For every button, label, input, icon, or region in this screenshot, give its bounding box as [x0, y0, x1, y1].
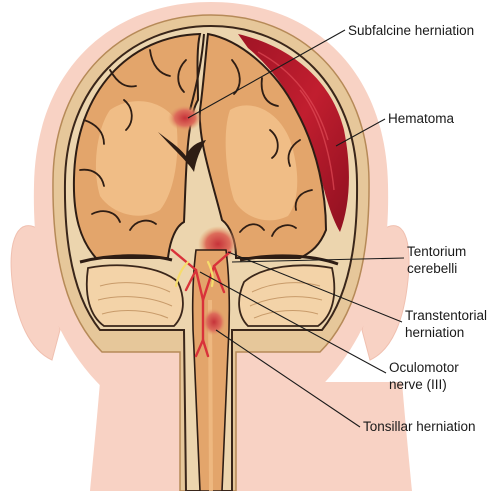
- tonsillar-herniation: [202, 308, 226, 336]
- label-tentorium-line1: Tentorium: [407, 244, 466, 259]
- label-transtentorial-line2: herniation: [405, 325, 464, 340]
- right-sulci: [231, 59, 313, 237]
- arteries: [170, 248, 232, 358]
- lateral-ventricles: [158, 132, 206, 172]
- leader-tentorium: [231, 257, 405, 263]
- left-sulci: [79, 49, 187, 231]
- cerebellum-left: [85, 264, 184, 327]
- falx-cerebri: [189, 33, 205, 111]
- leader-subfalcine: [187, 29, 346, 119]
- hematoma: [238, 34, 349, 232]
- left-white-matter: [95, 101, 178, 216]
- label-transtentorial-line1: Transtentorial: [405, 308, 487, 323]
- leader-oculomotor: [199, 271, 387, 374]
- tentorium-cerebelli: [79, 254, 339, 266]
- label-tonsillar-herniation: Tonsillar herniation: [363, 419, 476, 434]
- leader-tonsillar: [215, 329, 361, 428]
- label-hematoma: Hematoma: [388, 111, 455, 126]
- label-subfalcine-herniation: Subfalcine herniation: [348, 23, 474, 38]
- cerebellum-folia: [97, 282, 323, 319]
- label-oculomotor-line2: nerve (III): [389, 377, 447, 392]
- left-ear: [10, 225, 61, 361]
- right-white-matter: [225, 105, 298, 221]
- right-ear: [361, 225, 410, 361]
- label-tentorium-line2: cerebelli: [407, 261, 457, 276]
- leader-transtentorial: [227, 251, 403, 323]
- subfalcine-herniation: [168, 105, 202, 131]
- leader-lines: [187, 29, 405, 428]
- leader-hematoma: [335, 118, 386, 147]
- label-oculomotor-line1: Oculomotor: [389, 360, 459, 375]
- cerebrum: [72, 32, 328, 259]
- oculomotor-nerve: [174, 260, 214, 288]
- labels: Subfalcine herniation Hematoma Tentorium…: [348, 23, 487, 434]
- cerebellum: [85, 264, 336, 327]
- cerebellum-right: [238, 264, 336, 327]
- hematoma-highlight: [257, 51, 335, 191]
